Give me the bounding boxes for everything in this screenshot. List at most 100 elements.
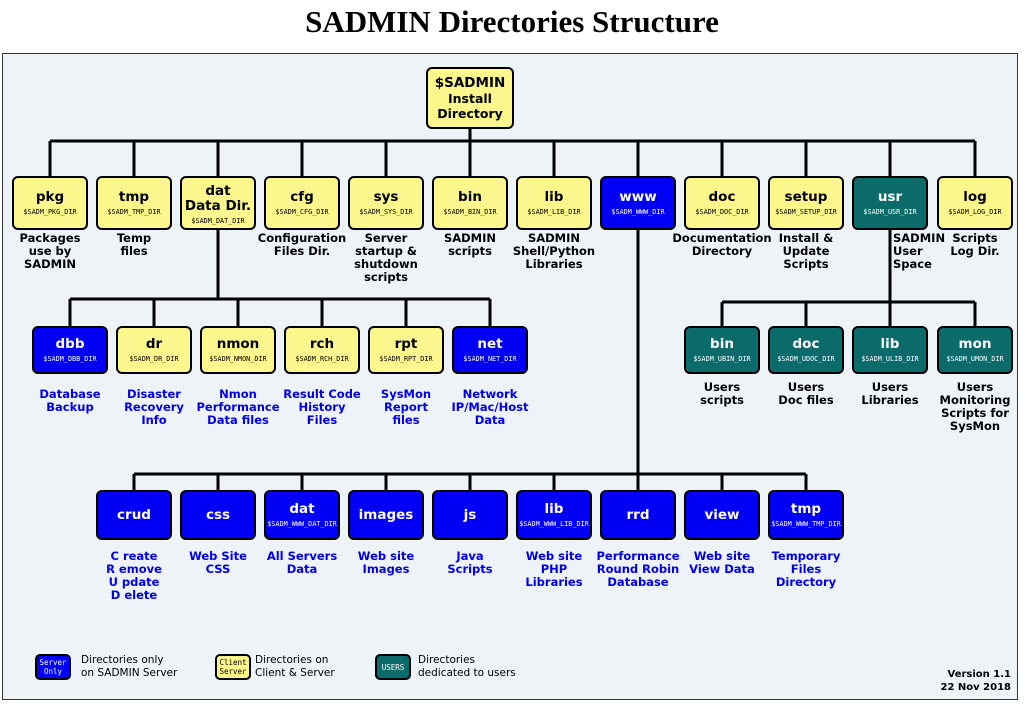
legend-swatch-label: Client <box>219 658 247 667</box>
description-line: Database <box>39 387 101 401</box>
diagram-frame <box>2 53 1018 700</box>
description-line: shutdown <box>354 257 418 271</box>
dir-name: dbb <box>55 335 85 352</box>
version-date: 22 Nov 2018 <box>940 682 1011 693</box>
dir-env-var: $SADM_RPT_DIR <box>379 354 433 363</box>
description-line: Scripts <box>447 562 493 576</box>
dir-env-var: $SADM_UMON_DIR <box>946 354 1004 363</box>
description-line: Libraries <box>861 393 919 407</box>
legend-text-line: on SADMIN Server <box>81 667 178 679</box>
dir-box-ubin: bin $SADM_UBIN_DIR <box>684 326 760 374</box>
dir-box-log: log$SADM_LOG_DIR <box>937 176 1013 230</box>
dir-box-lib: lib$SADM_LIB_DIR <box>516 176 592 230</box>
description-line: Packages <box>19 231 81 245</box>
dir-name: bin <box>710 335 734 352</box>
dir-name: mon <box>958 335 992 352</box>
description-line: D elete <box>110 588 158 602</box>
description-line: SADMIN <box>893 231 946 245</box>
description-line: R emove <box>106 562 162 576</box>
dir-box-udoc: doc$SADM_UDOC_DIR <box>768 326 844 374</box>
dir-name: js <box>463 506 477 523</box>
description-line: Data files <box>207 413 269 427</box>
description-line: SADMIN <box>23 257 77 271</box>
dir-name-secondary: Data Dir. <box>184 198 252 214</box>
dir-name: tmp <box>118 188 150 205</box>
description-line: Web site <box>693 549 751 563</box>
description-line: Web site <box>357 549 415 563</box>
dir-box-doc: doc$SADM_DOC_DIR <box>684 176 760 230</box>
description-line: Users <box>703 380 741 394</box>
dir-box-dbb: dbb $SADM_DBB_DIR <box>32 326 108 374</box>
description-line: Nmon <box>219 387 257 401</box>
description-line: IP/Mac/Host <box>451 400 529 414</box>
root-line1: $SADMIN <box>434 74 506 91</box>
dir-box-www: www$SADM_WWW_DIR <box>600 176 676 230</box>
dir-env-var: $SADM_DBB_DIR <box>43 354 97 363</box>
description-line: Web Site <box>189 549 247 563</box>
dir-box-wtmp: tmp$SADM_WWW_TMP_DIR <box>768 490 844 540</box>
root-sadmin-box: $SADMIN Install Directory <box>426 67 514 129</box>
dir-name: sys <box>373 188 399 205</box>
legend-swatch-label: USERS <box>381 662 405 672</box>
description-line: Server <box>364 231 408 245</box>
dir-name: bin <box>458 188 482 205</box>
description-line: Recovery <box>124 400 184 414</box>
version-label: Version 1.1 <box>947 669 1011 680</box>
dir-box-pkg: pkg$SADM_PKG_DIR <box>12 176 88 230</box>
description-line: Doc files <box>778 393 834 407</box>
description-line: files <box>392 413 420 427</box>
description-line: Data <box>474 413 506 427</box>
description-line: History <box>298 400 346 414</box>
description-line: Install & <box>778 231 834 245</box>
dir-env-var: $SADM_UBIN_DIR <box>693 354 751 363</box>
description-line: Libraries <box>525 575 583 589</box>
description-line: Scripts <box>783 257 829 271</box>
root-line2: Install <box>448 90 492 106</box>
dir-env-var: $SADM_BIN_DIR <box>443 207 497 216</box>
description-line: Directory <box>775 575 837 589</box>
dir-env-var: $SADM_ULIB_DIR <box>861 354 919 363</box>
dir-name: dat <box>205 183 231 199</box>
dir-name: cfg <box>290 188 314 205</box>
dir-name: css <box>205 506 231 523</box>
dir-env-var: $SADM_WWW_DAT_DIR <box>267 519 337 528</box>
dir-name: nmon <box>216 335 260 352</box>
legend-swatch-label: Server <box>219 667 247 676</box>
dir-name: dat <box>289 500 315 517</box>
legend-swatch-label: Server <box>39 658 67 667</box>
dir-box-dr: dr$SADM_DR_DIR <box>116 326 192 374</box>
legend-text-line: Directories only <box>81 654 164 666</box>
dir-env-var: $SADM_DR_DIR <box>129 354 179 363</box>
legend-text-line: Client & Server <box>255 667 335 679</box>
dir-name: log <box>963 188 987 205</box>
dir-box-nmon: nmon$SADM_NMON_DIR <box>200 326 276 374</box>
description-line: Temp <box>116 231 152 245</box>
dir-box-wdat: dat $SADM_WWW_DAT_DIR <box>264 490 340 540</box>
dir-name: rch <box>309 335 335 352</box>
dir-env-var: $SADM_SETUP_DIR <box>775 207 837 216</box>
dir-box-js: js <box>432 490 508 540</box>
description-line: scripts <box>364 270 408 284</box>
description-line: startup & <box>355 244 417 258</box>
description-line: Web site <box>525 549 583 563</box>
dir-box-umon: mon $SADM_UMON_DIR <box>937 326 1013 374</box>
description-line: C reate <box>110 549 158 563</box>
dir-box-bin: bin $SADM_BIN_DIR <box>432 176 508 230</box>
